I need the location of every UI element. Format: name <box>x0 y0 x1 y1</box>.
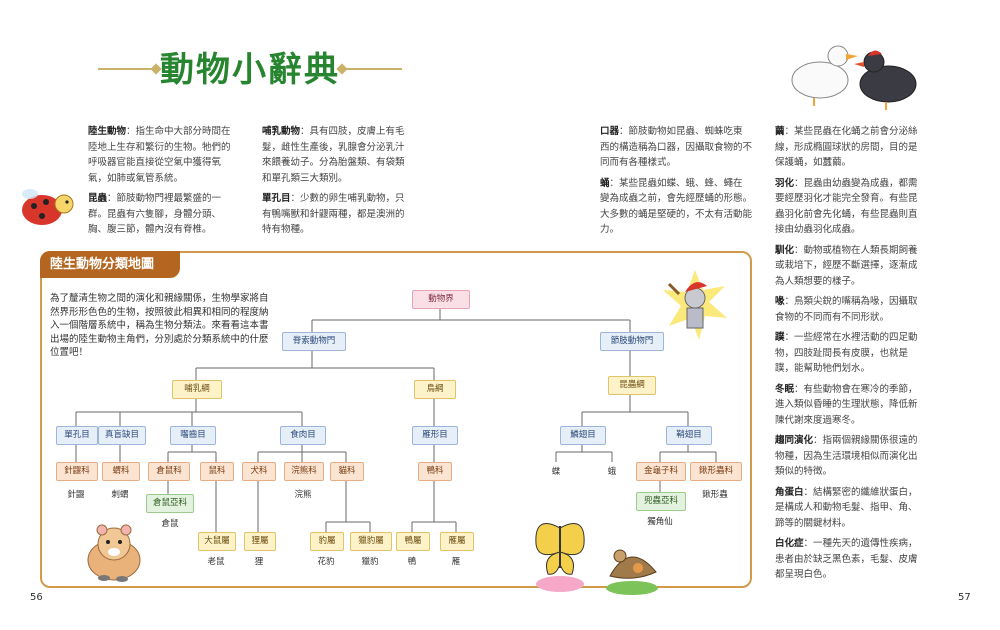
node-cricetidae: 倉鼠科 <box>148 462 190 481</box>
node-rodentia: 囓齒目 <box>170 426 216 445</box>
leaf-rhino-beetle: 獨角仙 <box>647 517 673 527</box>
leaf-rat: 老鼠 <box>207 557 225 567</box>
leaf-moth: 蛾 <box>607 467 617 477</box>
node-cricetinae: 倉鼠亞科 <box>146 494 194 513</box>
glossary-column-4: 繭：某些昆蟲在化蛹之前會分泌絲線，形成橢圓球狀的房間，目的是保護蛹，如蠶繭。 羽… <box>775 124 925 588</box>
classification-map-box <box>40 251 752 588</box>
glossary-entry: 趨同演化：指兩個親緣關係很遠的物種，因為生活環境相似而演化出類似的特徵。 <box>775 435 918 477</box>
glossary-entry: 陸生動物：指生命中大部分時間在陸地上生存和繁衍的生物。牠們的呼吸器官能直接從空氣… <box>88 126 231 184</box>
leaf-cheetah: 獵豹 <box>361 557 379 567</box>
node-muridae: 鼠科 <box>200 462 234 481</box>
glossary-entry: 喙：鳥類尖銳的嘴稱為喙，因攝取食物的不同而有不同形狀。 <box>775 296 918 323</box>
node-tachyglossidae: 針鼴科 <box>56 462 98 481</box>
node-monotremata: 單孔目 <box>56 426 98 445</box>
node-aves: 鳥綱 <box>414 380 456 399</box>
page-number-right: 57 <box>958 592 971 603</box>
node-lepidoptera: 鱗翅目 <box>560 426 606 445</box>
glossary-entry: 白化症：一種先天的遺傳性疾病，患者由於缺乏黑色素，毛髮、皮膚都呈現白色。 <box>775 538 918 580</box>
leaf-duck: 鴨 <box>407 557 417 567</box>
leaf-leopard: 花豹 <box>317 557 335 567</box>
ducks-illustration <box>791 45 917 110</box>
node-insectivora: 真盲缺目 <box>98 426 146 445</box>
node-coleoptera: 鞘翅目 <box>666 426 712 445</box>
glossary-column-3: 口器：節肢動物如昆蟲、蜘蛛吃東西的構造稱為口器，因攝取食物的不同而有各種樣式。 … <box>600 124 752 243</box>
title-ornament-left <box>98 68 158 70</box>
leaf-echidna: 針鼴 <box>67 490 85 500</box>
node-kingdom: 動物界 <box>412 290 470 309</box>
leaf-raccoon: 浣熊 <box>294 490 312 500</box>
glossary-entry: 馴化：動物或植物在人類長期飼養或栽培下，經歷不斷選擇，逐漸成為人類想要的樣子。 <box>775 244 918 287</box>
glossary-entry: 哺乳動物：具有四肢，皮膚上有毛髮，雌性生產後，乳腺會分泌乳汁來餵養幼子。分為胎盤… <box>262 126 405 184</box>
node-arthropoda: 節肢動物門 <box>600 332 664 351</box>
glossary-entry: 蹼：一些經常在水裡活動的四足動物，四肢趾間長有皮膜，也就是蹼，能幫助牠們划水。 <box>775 332 918 374</box>
node-mammalia: 哺乳綱 <box>172 380 222 399</box>
leaf-hamster: 倉鼠 <box>161 519 179 529</box>
node-anseriformes: 雁形目 <box>412 426 458 445</box>
node-anas: 鴨屬 <box>396 532 430 551</box>
node-dynastinae: 兜蟲亞科 <box>636 492 686 511</box>
map-heading: 陸生動物分類地圖 <box>40 251 180 278</box>
node-panthera: 豹屬 <box>310 532 344 551</box>
leaf-raccoon-dog: 狸 <box>254 557 264 567</box>
glossary-column-1: 陸生動物：指生命中大部分時間在陸地上生存和繁衍的生物。牠們的呼吸器官能直接從空氣… <box>88 124 238 243</box>
leaf-goose: 雁 <box>451 557 461 567</box>
page-number-left: 56 <box>30 592 43 603</box>
node-lucanidae: 鍬形蟲科 <box>690 462 742 481</box>
map-intro-text: 為了釐清生物之間的演化和親緣關係，生物學家將自然界形形色色的生物，按照彼此相異和… <box>50 293 269 358</box>
node-acinonyx: 獵豹屬 <box>350 532 392 551</box>
node-carnivora: 食肉目 <box>280 426 326 445</box>
node-ursidae: 浣熊科 <box>284 462 324 481</box>
ladybug-illustration <box>22 189 74 225</box>
node-insecta: 昆蟲綱 <box>608 376 656 395</box>
node-felidae: 貓科 <box>330 462 364 481</box>
node-canidae: 犬科 <box>242 462 276 481</box>
glossary-entry: 蛹：某些昆蟲如蝶、蛾、蜂、蠅在變為成蟲之前，會先經歷蛹的形態。大多數的蛹是堅硬的… <box>600 177 753 236</box>
moth-illustration <box>606 549 658 595</box>
glossary-entry: 角蛋白：結構緊密的纖維狀蛋白，是構成人和動物毛髮、指甲、角、蹄等的關鍵材料。 <box>775 486 918 529</box>
butterfly-illustration <box>535 523 585 592</box>
node-scarabaeidae: 金龜子科 <box>636 462 686 481</box>
node-anser: 雁屬 <box>440 532 474 551</box>
glossary-entry: 羽化：昆蟲由幼蟲變為成蟲，都需要經歷羽化才能完全發育。有些昆蟲羽化前會先化蛹，有… <box>775 177 918 236</box>
glossary-entry: 冬眠：有些動物會在寒冷的季節，進入類似昏睡的生理狀態，降低新陳代謝來度過寒冬。 <box>775 383 918 426</box>
knight-beetle-illustration <box>663 270 727 340</box>
node-rattus: 大鼠屬 <box>198 532 236 551</box>
hamster-illustration <box>87 524 141 582</box>
node-erinaceidae: 蝟科 <box>102 462 140 481</box>
glossary-entry: 昆蟲：節肢動物門裡最繁盛的一群。昆蟲有六隻腳，身體分頭、胸、腹三節，體內沒有脊椎… <box>88 193 222 235</box>
title-ornament-right <box>342 68 402 70</box>
page-title: 動物小辭典 <box>160 50 340 90</box>
leaf-butterfly: 蝶 <box>551 467 561 477</box>
node-anatidae: 鴨科 <box>418 462 452 481</box>
node-chordata: 脊索動物門 <box>282 332 346 351</box>
glossary-entry: 繭：某些昆蟲在化蛹之前會分泌絲線，形成橢圓球狀的房間，目的是保護蛹，如蠶繭。 <box>775 126 918 168</box>
node-nyctereutes: 狸屬 <box>244 532 276 551</box>
glossary-entry: 單孔目：少數的卵生哺乳動物，只有鴨嘴獸和針鼴兩種，都是澳洲的特有物種。 <box>262 193 405 235</box>
leaf-stag-beetle: 鍬形蟲 <box>702 490 728 500</box>
glossary-column-2: 哺乳動物：具有四肢，皮膚上有毛髮，雌性生產後，乳腺會分泌乳汁來餵養幼子。分為胎盤… <box>262 124 412 243</box>
leaf-hedgehog: 刺蝟 <box>111 490 129 500</box>
glossary-entry: 口器：節肢動物如昆蟲、蜘蛛吃東西的構造稱為口器，因攝取食物的不同而有各種樣式。 <box>600 126 753 168</box>
